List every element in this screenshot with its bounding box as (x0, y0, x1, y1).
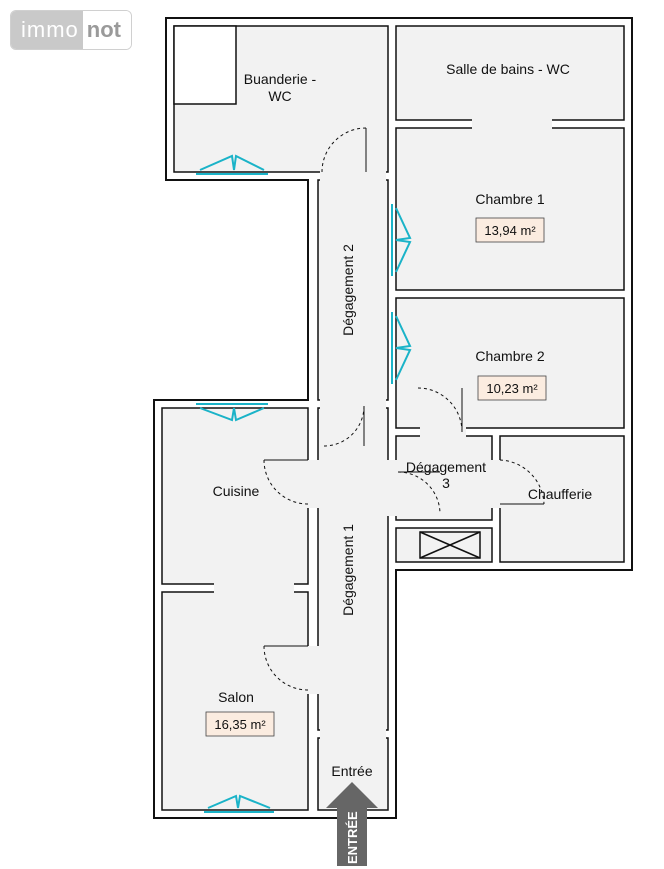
room-chambre-1 (395, 127, 625, 291)
area-chambre-1: 13,94 m² (484, 223, 536, 238)
room-degagement-1 (317, 407, 389, 731)
label-entree: Entrée (331, 763, 372, 779)
area-salon: 16,35 m² (214, 717, 266, 732)
rooms (161, 25, 625, 811)
area-chambre-2: 10,23 m² (486, 381, 538, 396)
room-salon (161, 591, 309, 811)
room-salle-de-bains (395, 25, 625, 121)
door-swings (263, 127, 545, 691)
entrance-arrow: ENTRÉE (326, 782, 378, 866)
label-degagement-1: Dégagement 1 (340, 524, 356, 616)
duct-symbol (419, 531, 481, 559)
label-salle-de-bains: Salle de bains - WC (446, 61, 570, 77)
label-salon: Salon (218, 689, 254, 705)
entrance-arrow-label: ENTRÉE (345, 811, 360, 864)
label-chaufferie: Chaufferie (528, 486, 593, 502)
label-degagement-2: Dégagement 2 (340, 244, 356, 336)
room-degagement-3 (395, 435, 493, 521)
room-buanderie-cutout (173, 25, 237, 105)
label-buanderie-2: WC (268, 88, 291, 104)
room-cuisine (161, 407, 309, 585)
label-buanderie-1: Buanderie - (244, 71, 317, 87)
label-cuisine: Cuisine (213, 483, 260, 499)
logo-part-2: not (82, 11, 131, 49)
room-chaufferie (499, 435, 625, 563)
immonot-logo: immo not (10, 10, 132, 50)
openings (214, 119, 552, 740)
logo-part-1: immo (11, 11, 83, 49)
label-chambre-2: Chambre 2 (475, 348, 544, 364)
label-degagement-3-1: Dégagement (406, 459, 486, 475)
label-degagement-3-2: 3 (442, 475, 450, 491)
room-chambre-2 (395, 297, 625, 429)
area-badges (205, 217, 547, 737)
windows (196, 154, 412, 813)
label-chambre-1: Chambre 1 (475, 191, 544, 207)
